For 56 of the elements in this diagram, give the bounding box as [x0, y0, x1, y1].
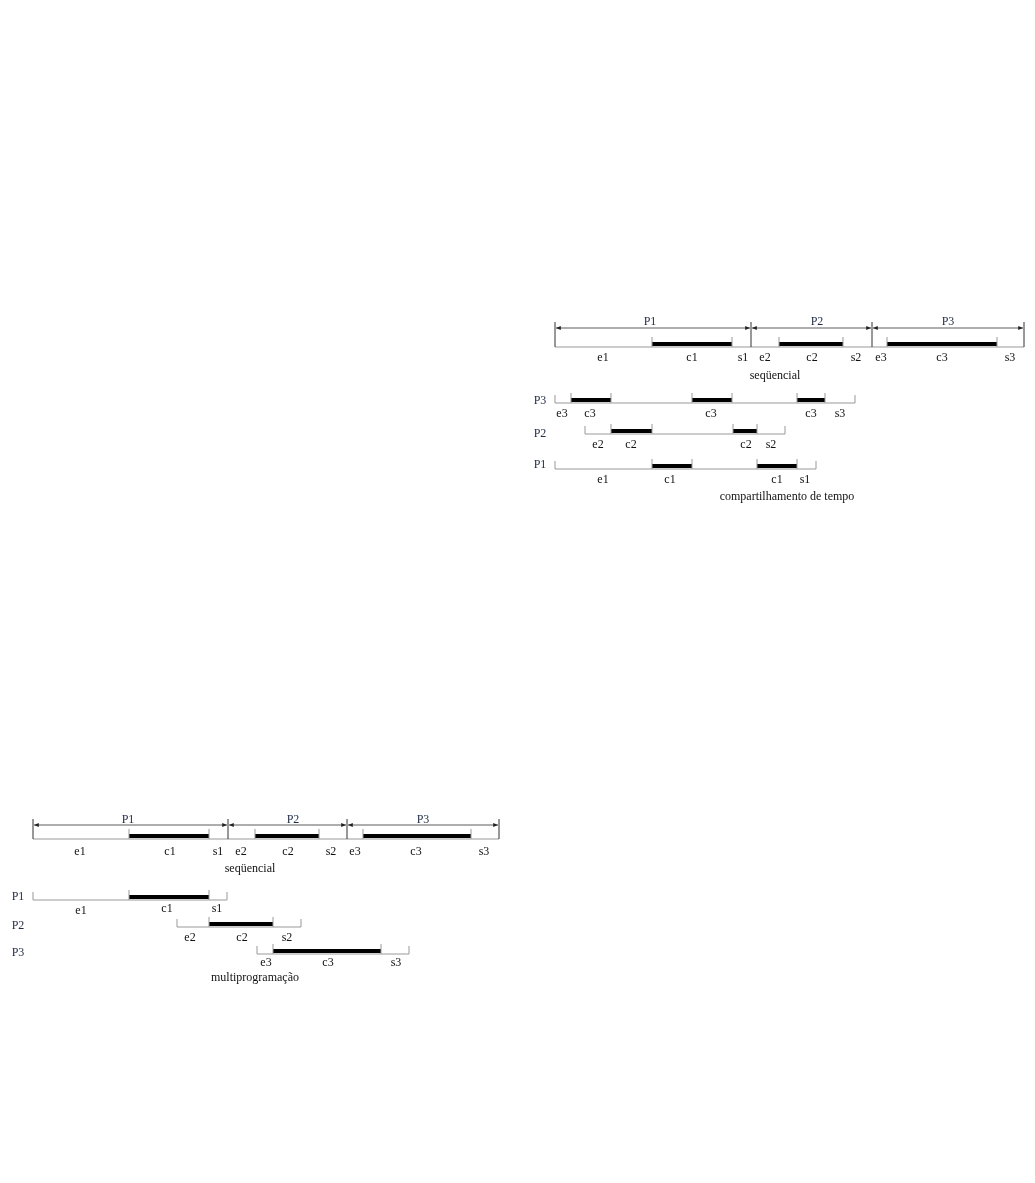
process-label: P1	[533, 458, 547, 470]
phase-label: multiprogramação	[211, 971, 299, 983]
phase-label: c3	[410, 845, 422, 857]
phase-label: c3	[705, 407, 717, 419]
phase-label: s2	[850, 351, 862, 363]
phase-label: s3	[1004, 351, 1016, 363]
phase-label: e3	[875, 351, 887, 363]
phase-label: c2	[740, 438, 752, 450]
phase-label: c3	[805, 407, 817, 419]
process-label: P1	[121, 813, 135, 825]
phase-label: s1	[737, 351, 749, 363]
phase-label: c2	[806, 351, 818, 363]
phase-label: s1	[799, 473, 811, 485]
process-label: P3	[11, 946, 25, 958]
process-label: P2	[533, 427, 547, 439]
phase-label: e1	[597, 351, 609, 363]
phase-label: c3	[322, 956, 334, 968]
phase-label: s2	[325, 845, 337, 857]
phase-label: s3	[478, 845, 490, 857]
phase-label: c1	[771, 473, 783, 485]
process-label: P2	[286, 813, 300, 825]
process-label: P1	[11, 890, 25, 902]
phase-label: c3	[936, 351, 948, 363]
phase-label: s3	[834, 407, 846, 419]
phase-label: c2	[282, 845, 294, 857]
phase-label: c1	[686, 351, 698, 363]
phase-label: e3	[349, 845, 361, 857]
phase-label: e1	[75, 904, 87, 916]
phase-label: e2	[184, 931, 196, 943]
phase-label: s1	[211, 902, 223, 914]
phase-label: compartilhamento de tempo	[719, 490, 855, 502]
process-label: P1	[643, 315, 657, 327]
phase-label: c1	[664, 473, 676, 485]
phase-label: s2	[281, 931, 293, 943]
phase-label: e2	[592, 438, 604, 450]
process-label: P3	[416, 813, 430, 825]
process-label: P3	[533, 394, 547, 406]
phase-label: c2	[625, 438, 637, 450]
phase-label: s3	[390, 956, 402, 968]
phase-label: e3	[260, 956, 272, 968]
process-label: P2	[810, 315, 824, 327]
phase-label: e2	[235, 845, 247, 857]
phase-label: c3	[584, 407, 596, 419]
phase-label: c1	[164, 845, 176, 857]
process-label: P2	[11, 919, 25, 931]
phase-label: c1	[161, 902, 173, 914]
phase-label: c2	[236, 931, 248, 943]
phase-label: seqüencial	[749, 369, 801, 381]
phase-label: s1	[212, 845, 224, 857]
phase-label: e1	[597, 473, 609, 485]
process-label: P3	[941, 315, 955, 327]
phase-label: seqüencial	[224, 862, 276, 874]
phase-label: s2	[765, 438, 777, 450]
phase-label: e1	[74, 845, 86, 857]
phase-label: e2	[759, 351, 771, 363]
phase-label: e3	[556, 407, 568, 419]
